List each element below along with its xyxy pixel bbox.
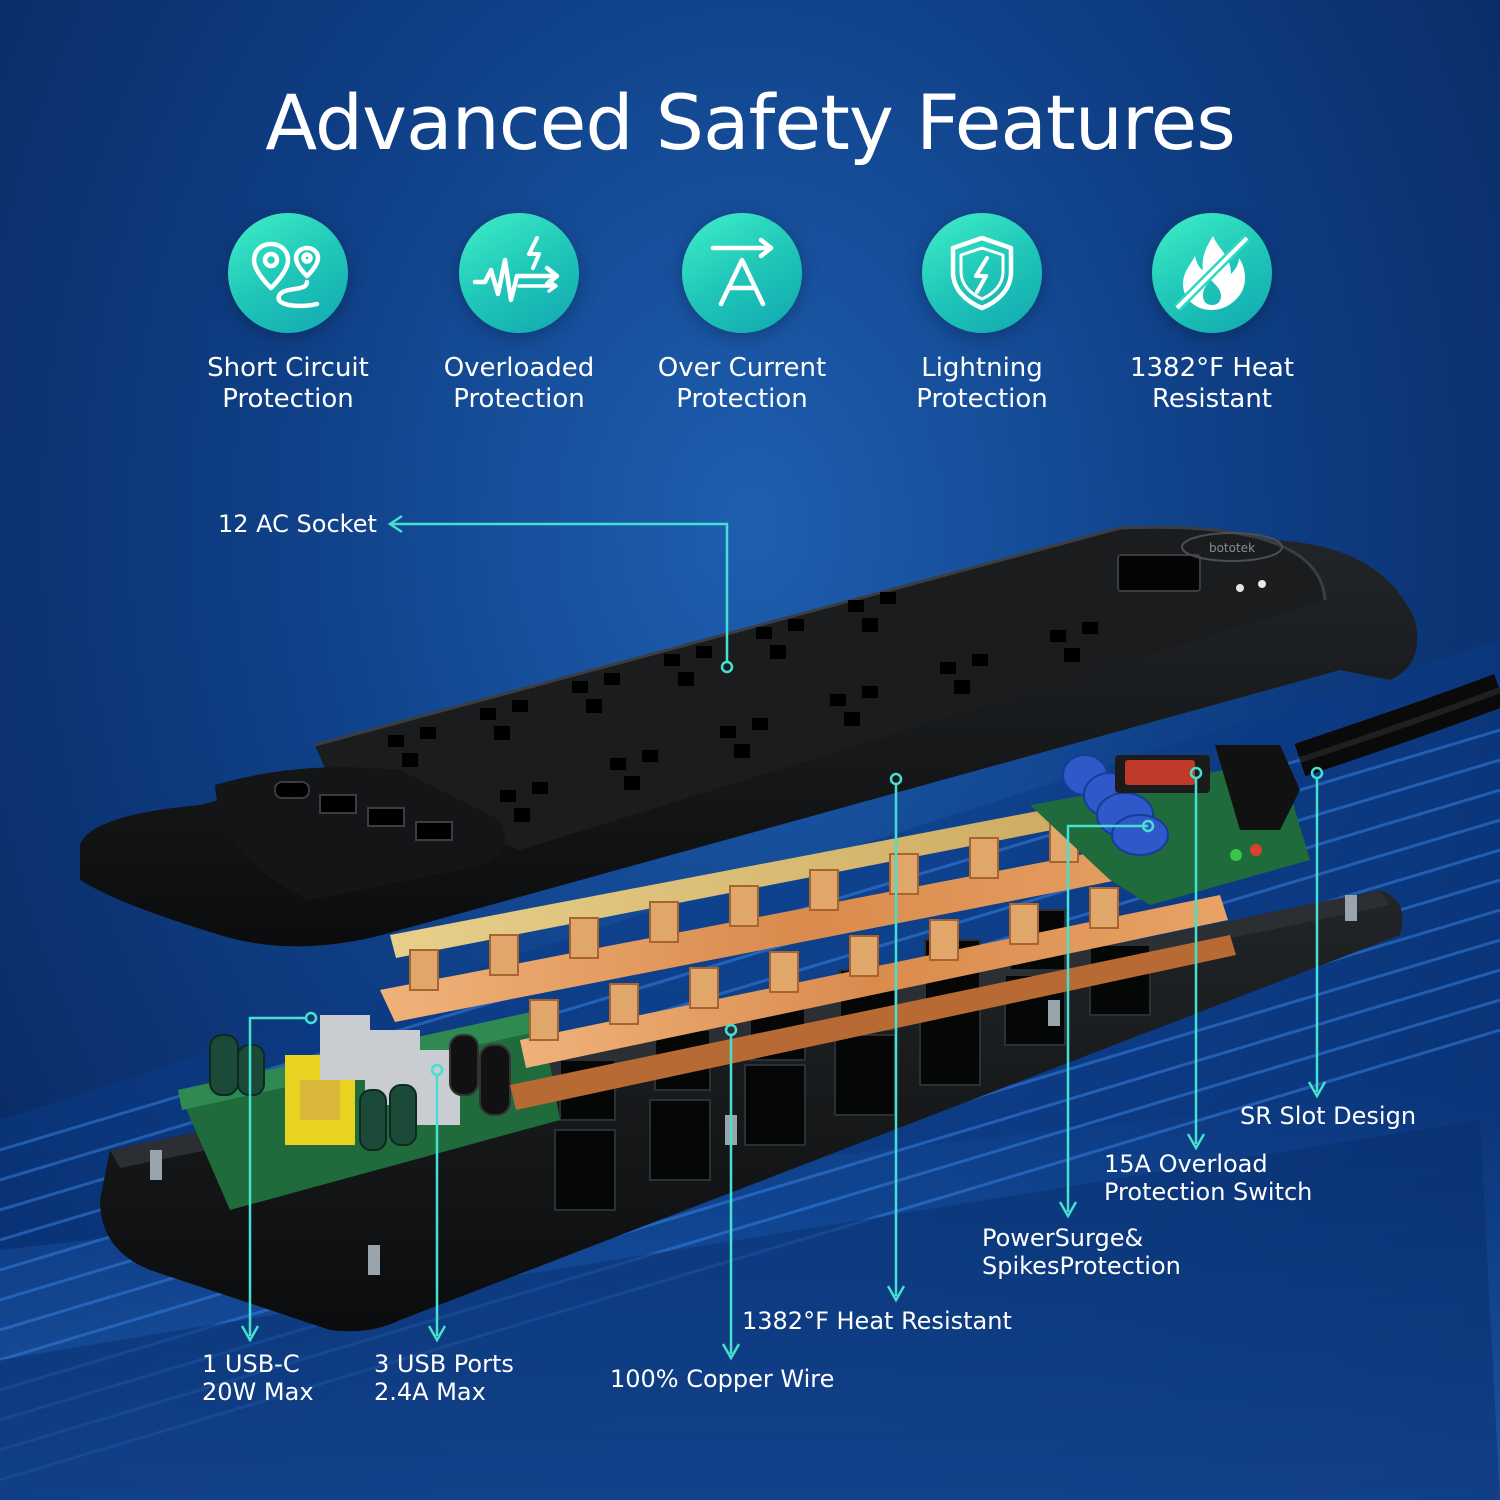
feature-over-current: Over Current Protection [612,213,872,415]
ac-outlet [1050,622,1098,662]
feature-label-line1: Short Circuit [207,353,369,383]
shield-bolt-icon [922,213,1042,333]
feature-label-line1: Lightning [921,353,1043,383]
page-title: Advanced Safety Features [265,78,1236,167]
callout-line2: SpikesProtection [982,1252,1181,1280]
power-cord [1215,674,1500,830]
callout-line1: 15A Overload [1104,1150,1268,1178]
ac-outlet [756,619,804,659]
ac-outlet [940,654,988,694]
callout-sr-slot: SR Slot Design [1240,1102,1417,1130]
feature-short-circuit: Short Circuit Protection [158,213,418,415]
feature-label-line2: Protection [676,384,808,414]
feature-label-line1: Overloaded [443,353,595,383]
flame-crossed-icon [1152,213,1272,333]
callout-overload-switch: 15A Overload Protection Switch [1104,1150,1312,1206]
callout-line2: Protection Switch [1104,1178,1313,1206]
ac-outlet [610,750,658,790]
callout-line1: 3 USB Ports [374,1350,514,1378]
ac-outlet [480,700,528,740]
callout-line2: 2.4A Max [374,1378,486,1406]
callout-heat: 1382°F Heat Resistant [742,1307,1012,1335]
ac-outlet [388,727,436,767]
feature-label-line2: Protection [453,384,585,414]
ac-outlet [500,782,548,822]
ac-outlet [572,673,620,713]
ampere-arrow-icon [682,213,802,333]
copper-rails [380,780,1236,1110]
feature-label-line2: Resistant [1151,384,1272,414]
feature-label-line2: Protection [222,384,354,414]
callout-usbc: 1 USB-C 20W Max [202,1350,314,1406]
brand-logo: bototek [1209,541,1255,555]
callout-usb: 3 USB Ports 2.4A Max [374,1350,514,1406]
feature-label-line1: 1382°F Heat [1129,353,1295,383]
callout-surge: PowerSurge& SpikesProtection [982,1224,1181,1280]
callout-line2: 20W Max [202,1378,314,1406]
feature-lightning: Lightning Protection [852,213,1112,415]
top-cover: bototek [80,525,1418,947]
ac-outlet [848,592,896,632]
wave-bolt-icon [459,213,579,333]
feature-label-line2: Protection [916,384,1048,414]
ac-outlet [720,718,768,758]
feature-overloaded: Overloaded Protection [389,213,649,415]
callout-ac-socket: 12 AC Socket [218,510,377,538]
callout-line1: PowerSurge& [982,1224,1144,1252]
callout-line1: 1 USB-C [202,1350,300,1378]
feature-label-line1: Over Current [657,353,827,383]
route-pin-icon [228,213,348,333]
callout-copper: 100% Copper Wire [610,1365,835,1393]
ac-outlet [830,686,878,726]
feature-heat-resistant: 1382°F Heat Resistant [1082,213,1342,415]
